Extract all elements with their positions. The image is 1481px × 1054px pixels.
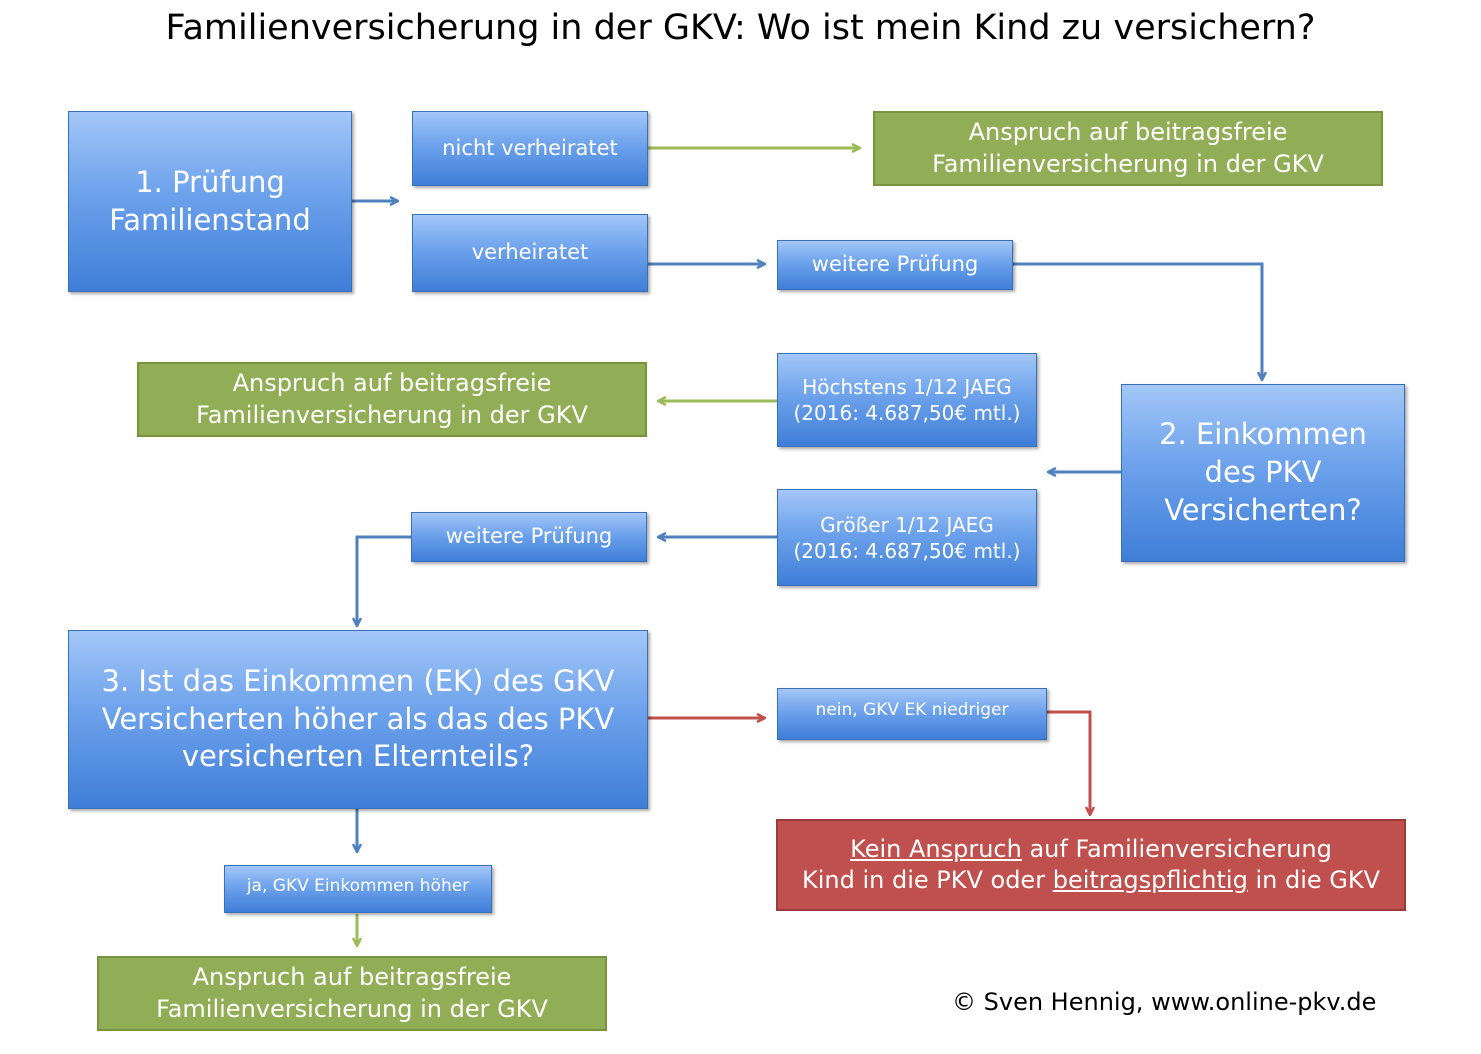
nein-box: nein, GKV EK niedriger [777,688,1047,740]
arrow-weitere-to-step3 [357,535,411,626]
kein-anspruch-line2: Kind in die PKV oder beitragspflichtig i… [802,865,1380,896]
step2-line2: des PKV [1204,455,1322,490]
step3-line1: 3. Ist das Einkommen (EK) des GKV [101,663,615,698]
kein-anspruch-line1: Kein Anspruch auf Familienversicherung [802,834,1380,865]
hoechstens-box: Höchstens 1/12 JAEG (2016: 4.687,50€ mtl… [777,353,1037,447]
kein-anspruch-line2-b: in die GKV [1247,866,1381,894]
weitere-pruefung-box-1: weitere Prüfung [777,240,1013,290]
hoechstens-line2: (2016: 4.687,50€ mtl.) [793,401,1021,425]
arrow-nein-to-kein [1047,710,1090,815]
arrow-weitere-to-step2 [1013,262,1262,380]
groesser-box: Größer 1/12 JAEG (2016: 4.687,50€ mtl.) [777,489,1037,586]
anspruch-bottom-line2: Familienversicherung in der GKV [156,994,548,1023]
copyright-footer: © Sven Hennig, www.online-pkv.de [952,988,1377,1016]
groesser-line1: Größer 1/12 JAEG [820,512,994,537]
step1-line1: 1. Prüfung [135,164,285,199]
anspruch-top-line2: Familienversicherung in der GKV [932,149,1324,178]
step3-box: 3. Ist das Einkommen (EK) des GKV Versic… [68,630,648,809]
anspruch-box-middle: Anspruch auf beitragsfreie Familienversi… [137,362,647,437]
page-title: Familienversicherung in der GKV: Wo ist … [165,8,1316,48]
anspruch-middle-line2: Familienversicherung in der GKV [196,400,588,429]
step3-line3: versicherten Elternteils? [181,739,535,774]
step2-line1: 2. Einkommen [1159,417,1367,452]
step2-line3: Versicherten? [1164,492,1362,527]
anspruch-middle-line1: Anspruch auf beitragsfreie [232,369,552,398]
anspruch-box-bottom: Anspruch auf beitragsfreie Familienversi… [97,956,607,1031]
step3-line2: Versicherten höher als das des PKV [101,701,615,736]
verheiratet-box: verheiratet [412,214,648,292]
ja-box: ja, GKV Einkommen höher [224,865,492,913]
kein-anspruch-underlined: Kein Anspruch [850,834,1022,863]
nicht-verheiratet-box: nicht verheiratet [412,111,648,186]
groesser-line2: (2016: 4.687,50€ mtl.) [793,538,1021,563]
step2-box: 2. Einkommen des PKV Versicherten? [1121,384,1405,562]
step1-line2: Familienstand [109,202,311,237]
kein-anspruch-line2-a: Kind in die PKV oder [801,866,1053,894]
step1-box: 1. Prüfung Familienstand [68,111,352,292]
anspruch-box-top: Anspruch auf beitragsfreie Familienversi… [873,111,1383,186]
kein-anspruch-rest: auf Familienversicherung [1021,834,1332,863]
kein-anspruch-line2-u: beitragspflichtig [1052,866,1248,894]
weitere-pruefung-box-2: weitere Prüfung [411,512,647,562]
anspruch-top-line1: Anspruch auf beitragsfreie [968,118,1288,147]
kein-anspruch-box: Kein Anspruch auf Familienversicherung K… [776,819,1406,911]
hoechstens-line1: Höchstens 1/12 JAEG [802,375,1012,399]
anspruch-bottom-line1: Anspruch auf beitragsfreie [192,963,512,992]
